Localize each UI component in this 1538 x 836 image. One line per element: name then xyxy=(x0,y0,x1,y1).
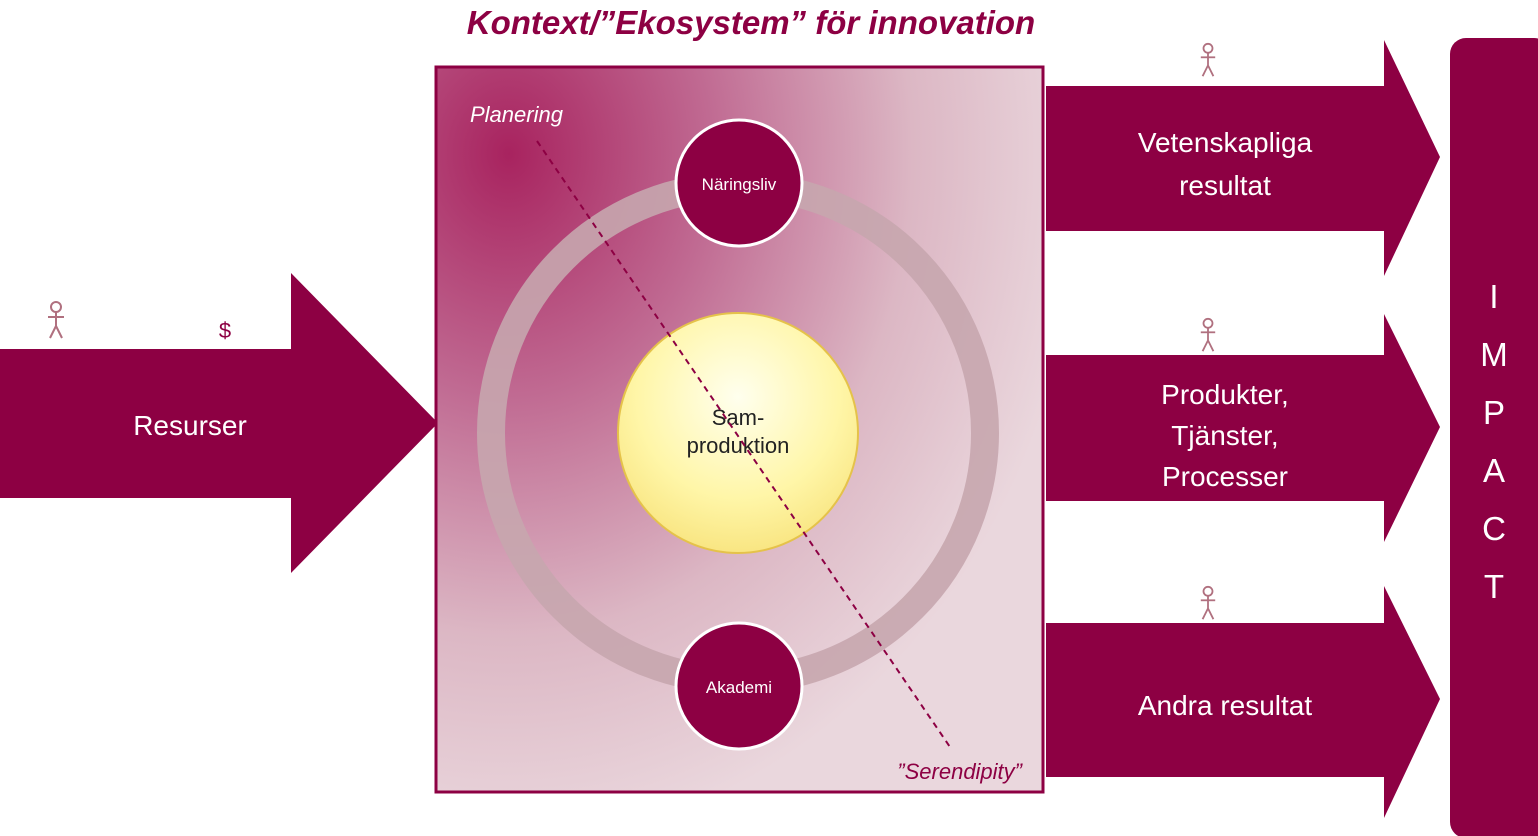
person-icon xyxy=(1199,42,1217,78)
person-icon xyxy=(47,301,65,339)
impact-letter: A xyxy=(1483,452,1505,489)
output-arrow-scientific: Vetenskapliga resultat xyxy=(1046,40,1440,276)
person-icon xyxy=(1199,585,1217,621)
resources-arrow-shape xyxy=(0,273,438,573)
serendipity-label: ”Serendipity” xyxy=(897,759,1023,784)
impact-letter: M xyxy=(1480,336,1508,373)
impact-bar: I M P A C T xyxy=(1450,38,1538,836)
output-arrow-scientific-shape xyxy=(1046,40,1440,276)
industry-node xyxy=(674,118,804,248)
coproduction-circle xyxy=(617,312,859,554)
dollar-icon: $ xyxy=(219,318,231,343)
planning-label: Planering xyxy=(470,102,564,127)
person-icon xyxy=(1199,317,1217,353)
output-other-line1: Andra resultat xyxy=(1138,690,1313,721)
output-arrow-other: Andra resultat xyxy=(1046,586,1440,818)
diagram-title: Kontext/”Ekosystem” för innovation xyxy=(467,4,1035,41)
output-products-line3: Processer xyxy=(1162,461,1288,492)
academia-node xyxy=(674,621,804,751)
impact-letter: C xyxy=(1482,510,1506,547)
industry-node-label: Näringsliv xyxy=(702,175,777,194)
impact-letter: I xyxy=(1489,278,1498,315)
resources-label: Resurser xyxy=(133,410,247,441)
output-arrow-other-shape xyxy=(1046,586,1440,818)
impact-letter: T xyxy=(1484,568,1504,605)
impact-letter: P xyxy=(1483,394,1505,431)
output-products-line1: Produkter, xyxy=(1161,379,1289,410)
impact-bar-shape xyxy=(1450,38,1538,836)
output-arrow-products-shape xyxy=(1046,314,1440,542)
output-products-line2: Tjänster, xyxy=(1171,420,1278,451)
output-scientific-line2: resultat xyxy=(1179,170,1271,201)
output-arrow-products: Produkter, Tjänster, Processer xyxy=(1046,314,1440,542)
resources-arrow: Resurser xyxy=(0,273,438,573)
context-panel: Sam- produktion Näringsliv Akademi Plane… xyxy=(434,65,1045,794)
academia-node-label: Akademi xyxy=(706,678,772,697)
output-scientific-line1: Vetenskapliga xyxy=(1138,127,1313,158)
planning-serendipity-line xyxy=(536,140,951,748)
